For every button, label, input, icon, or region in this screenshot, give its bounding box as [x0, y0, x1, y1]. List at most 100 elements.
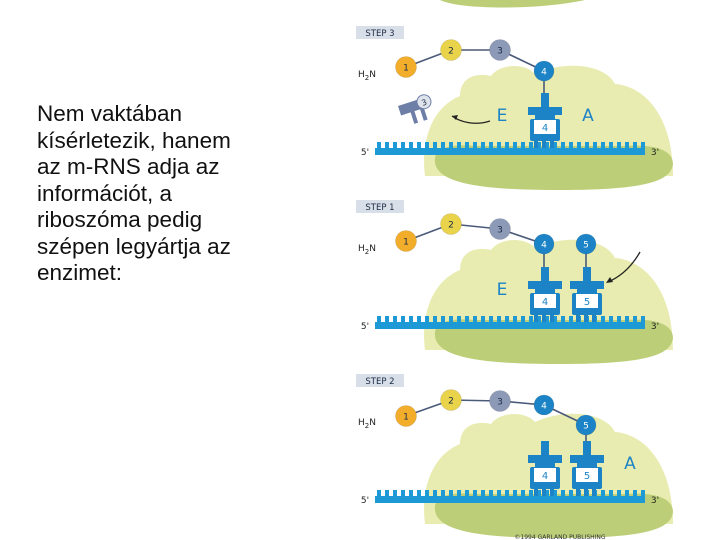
- mrna-base: [577, 142, 581, 149]
- amino-acid-ball: [440, 389, 462, 411]
- mrna-base: [641, 142, 645, 149]
- step-label: STEP 2: [356, 374, 404, 387]
- mrna-base: [513, 142, 517, 149]
- amino-acid-label: 4: [541, 402, 547, 412]
- amino-acid-ball: [533, 233, 555, 255]
- trna-label: 4: [542, 471, 548, 482]
- ribosome-small-subunit: [434, 145, 673, 190]
- mrna-base: [633, 142, 637, 149]
- mrna-base: [553, 142, 557, 149]
- trna: 5: [570, 267, 604, 322]
- amino-acid-1: 1: [395, 405, 417, 427]
- mrna-base: [425, 316, 429, 323]
- mrna-base: [441, 316, 445, 323]
- mrna-base: [401, 142, 405, 149]
- mrna-base: [481, 142, 485, 149]
- mrna-base: [377, 490, 381, 497]
- mrna-base: [641, 316, 645, 323]
- mrna-5-prime-label: 5': [361, 148, 369, 158]
- anticodon-tooth: [592, 315, 596, 322]
- ribosome-small-subunit: [434, 319, 673, 364]
- mrna-base: [561, 316, 565, 323]
- mrna-base: [633, 490, 637, 497]
- anticodon-tooth: [542, 141, 546, 148]
- released-trna-head: [416, 94, 432, 110]
- amino-acid-ball: [489, 390, 511, 412]
- mrna-base: [553, 490, 557, 497]
- amino-acid-5: 5: [575, 233, 597, 255]
- mrna-base: [545, 142, 549, 149]
- amino-acid-label: 4: [541, 241, 547, 251]
- mrna-base: [617, 142, 621, 149]
- mrna-base: [633, 316, 637, 323]
- amino-acid-ball: [575, 233, 597, 255]
- mrna-base: [553, 316, 557, 323]
- amino-acid-5: 5: [575, 414, 597, 436]
- text-line: enzimet:: [37, 260, 123, 285]
- amino-acid-ball: [395, 230, 417, 252]
- mrna-base: [465, 316, 469, 323]
- mrna-base: [449, 490, 453, 497]
- amino-acid-ball: [533, 394, 555, 416]
- mrna-base: [401, 316, 405, 323]
- mrna-base: [609, 316, 613, 323]
- mrna-base: [417, 142, 421, 149]
- mrna-base: [385, 142, 389, 149]
- mrna-base: [417, 316, 421, 323]
- mrna-base: [545, 316, 549, 323]
- site-label-e: E: [497, 280, 508, 300]
- amino-acid-label: 2: [448, 47, 454, 57]
- mrna-base: [529, 490, 533, 497]
- mrna-base: [585, 142, 589, 149]
- text-line: információt, a: [37, 180, 173, 206]
- mrna-5-prime-label: 5': [361, 496, 369, 506]
- ribosome-small-subunit: [434, 493, 673, 538]
- trna: 4: [528, 267, 562, 322]
- ribosome-fragment: [440, 0, 585, 8]
- mrna-base: [497, 490, 501, 497]
- mrna-base: [457, 316, 461, 323]
- anticodon-tooth: [550, 141, 554, 148]
- mrna-base: [393, 142, 397, 149]
- mrna-3-prime-label: 3': [651, 148, 659, 158]
- text-line: szépen legyártja az: [37, 233, 231, 259]
- amino-acid-label: 5: [583, 422, 589, 432]
- amino-acid-label: 1: [403, 413, 409, 423]
- mrna-base: [513, 316, 517, 323]
- trna-stem: [541, 93, 549, 107]
- amino-acid-2: 2: [440, 389, 462, 411]
- mrna-base: [505, 490, 509, 497]
- anticodon-tooth: [576, 489, 580, 496]
- mrna-base: [409, 142, 413, 149]
- amino-acid-label: 5: [583, 241, 589, 251]
- mrna-base: [537, 490, 541, 497]
- mrna-base: [473, 142, 477, 149]
- mrna-5-prime-label: 5': [361, 322, 369, 332]
- mrna-base: [377, 142, 381, 149]
- mrna-base: [641, 490, 645, 497]
- mrna-base: [561, 490, 565, 497]
- trna-stem: [541, 441, 549, 455]
- amino-acid-4: 4: [533, 233, 555, 255]
- mrna-base: [529, 316, 533, 323]
- mrna-base: [481, 490, 485, 497]
- mrna-base: [617, 490, 621, 497]
- mrna-base: [425, 142, 429, 149]
- mrna-base: [625, 142, 629, 149]
- mrna-base: [409, 490, 413, 497]
- mrna-base: [457, 142, 461, 149]
- mrna-base: [393, 316, 397, 323]
- mrna-base: [513, 490, 517, 497]
- site-label-a: A: [624, 454, 636, 474]
- mrna-base: [609, 490, 613, 497]
- mrna-base: [385, 490, 389, 497]
- mrna-base: [433, 316, 437, 323]
- amino-acid-ball: [395, 56, 417, 78]
- mrna-base: [521, 316, 525, 323]
- trna-stem: [583, 441, 591, 455]
- incoming-arrow-head: [606, 277, 613, 283]
- amino-acid-ball: [440, 39, 462, 61]
- mrna-base: [433, 142, 437, 149]
